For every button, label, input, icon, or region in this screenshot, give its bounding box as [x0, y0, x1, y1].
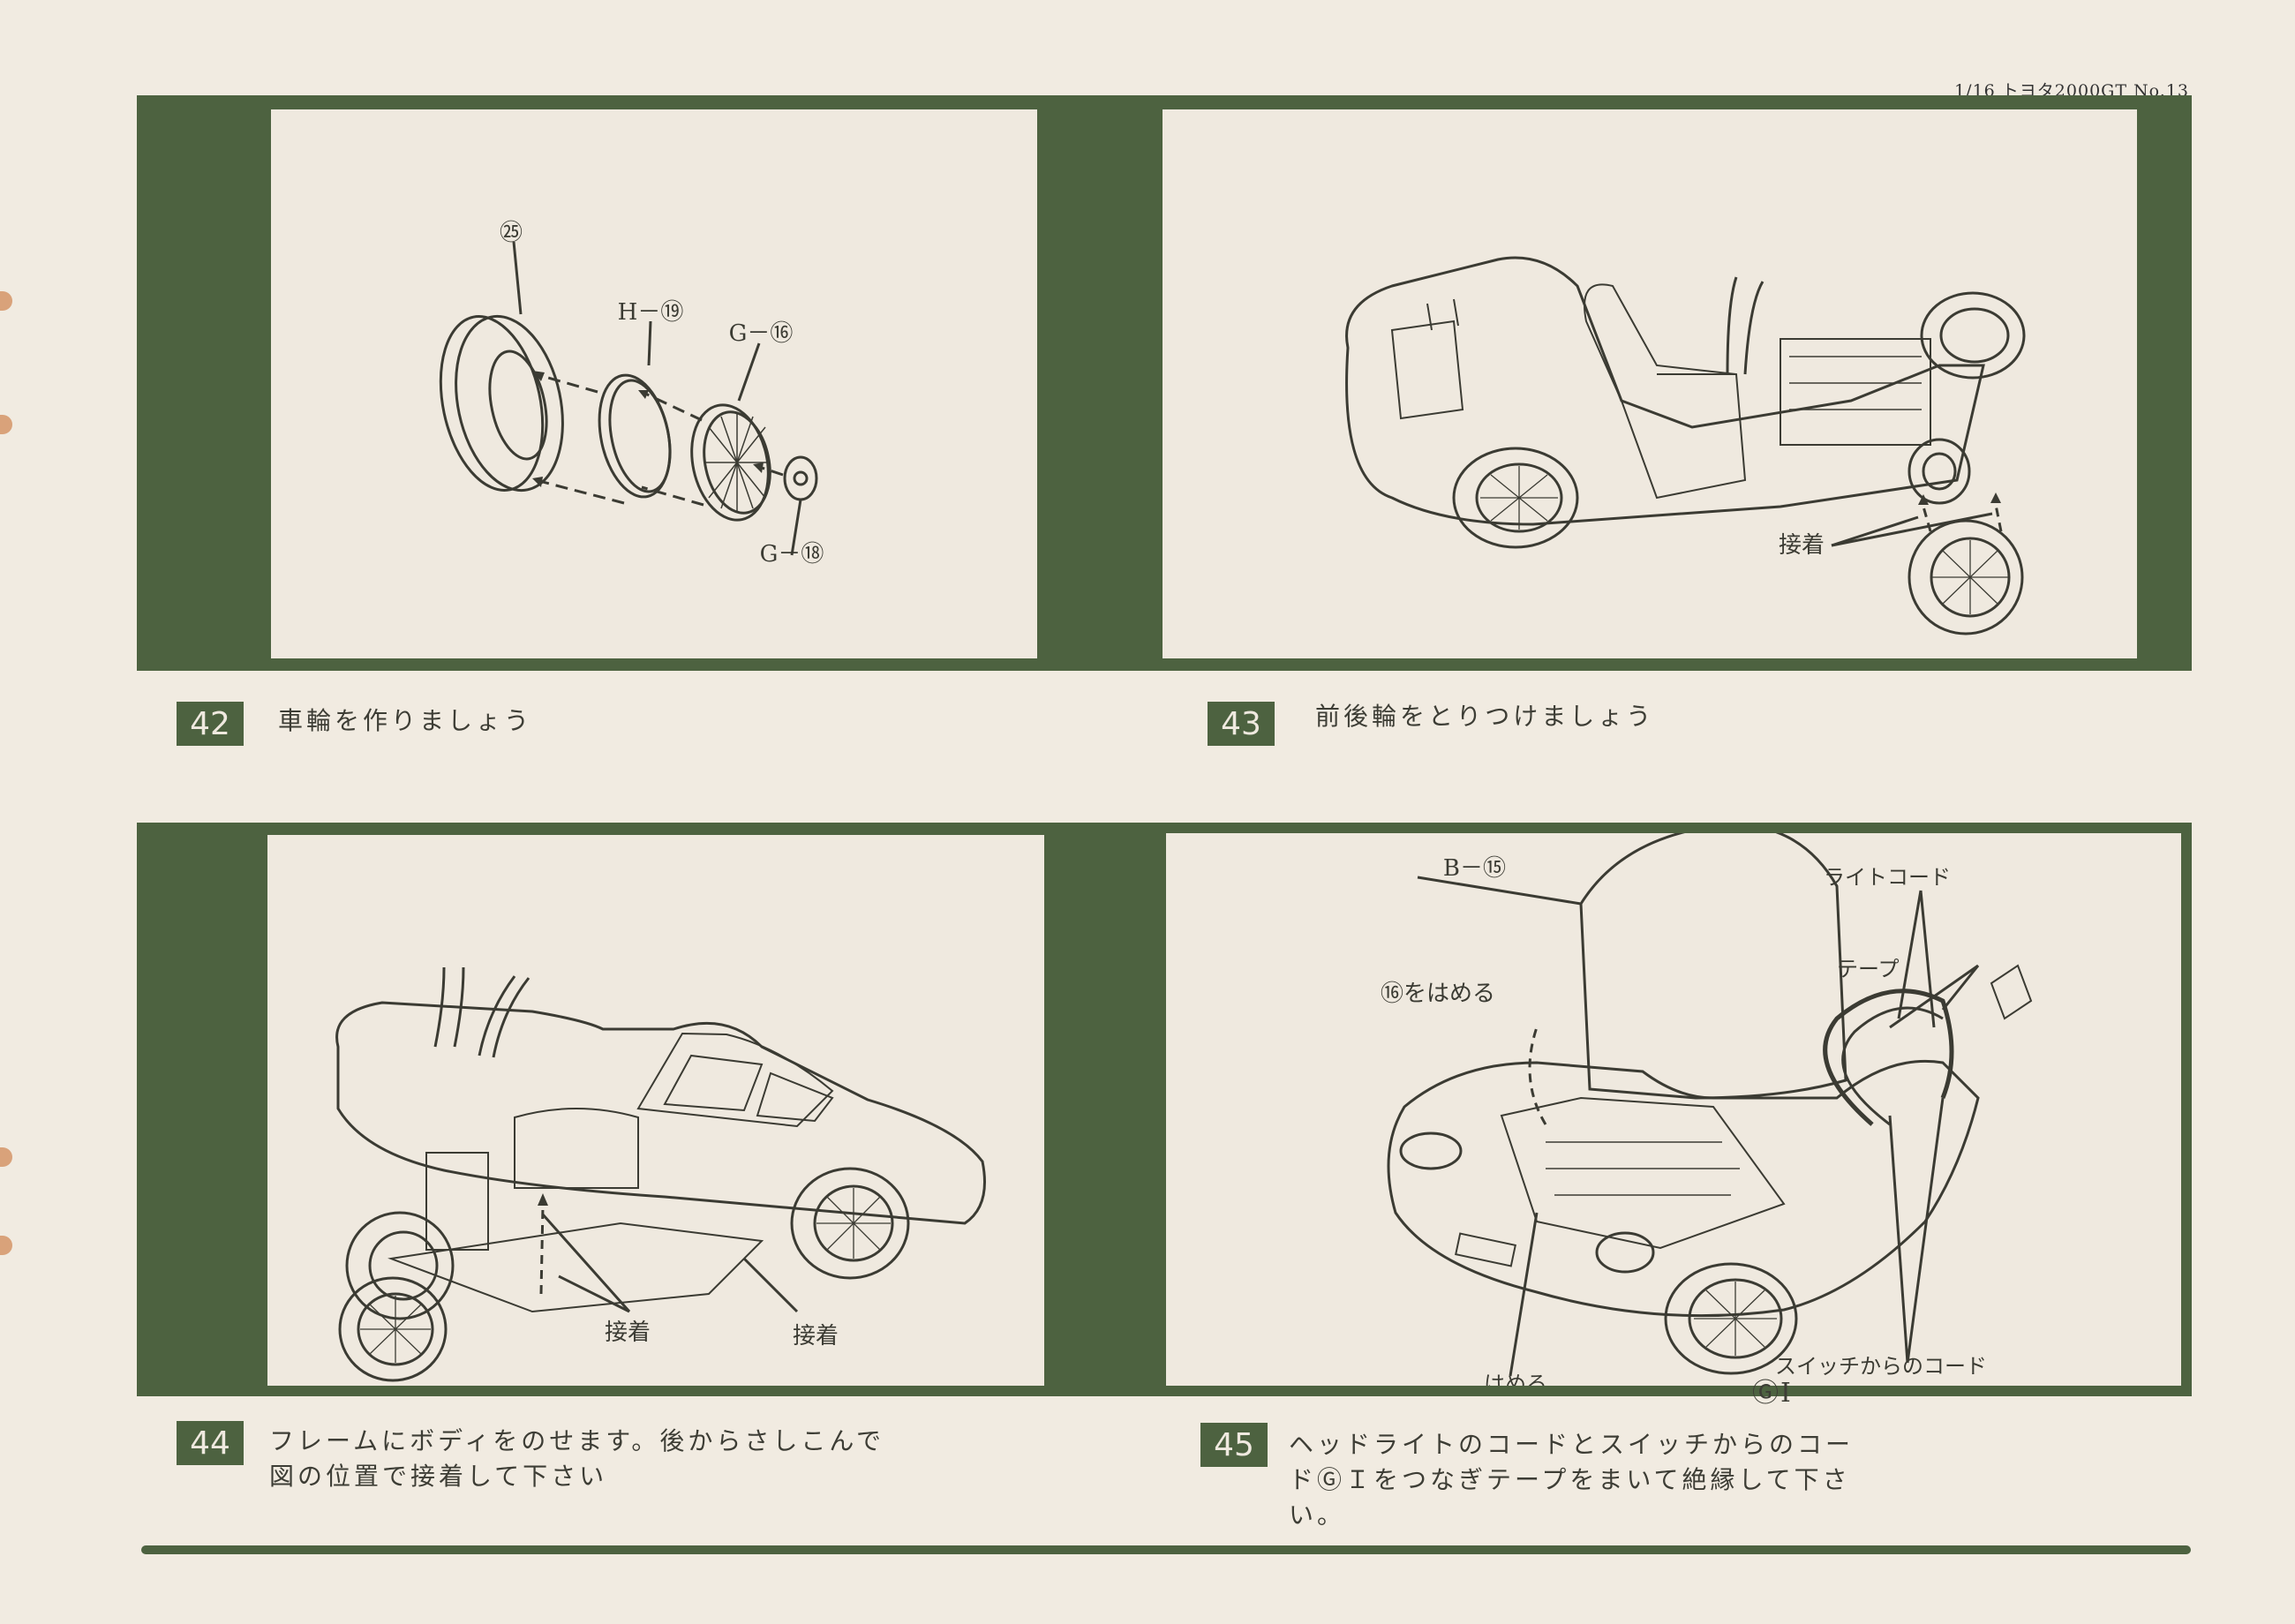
switch-part-label: ⒼⅠ: [1752, 1378, 1793, 1409]
fit-label: はめる: [1484, 1372, 1547, 1386]
tape-label: テープ: [1837, 957, 1900, 981]
step-45-number: 45: [1200, 1423, 1268, 1467]
step-43-panel: 接着: [1159, 95, 2192, 671]
page-edge-mark: [0, 291, 12, 311]
step-44-panel: 接着 接着: [137, 823, 1161, 1396]
step-45-caption-line-1: ヘッドライトのコードとスイッチからのコー: [1289, 1430, 1855, 1459]
page-edge-mark: [0, 415, 12, 434]
page-edge-mark: [0, 1147, 12, 1167]
headlight-wiring-illustration: B－⑮ ⑯をはめる ライトコード テープ はめる スイッチからのコード: [1381, 833, 2033, 1386]
part-label-cap: G－⑱: [760, 541, 824, 568]
step-42-panel: ㉕ H－⑲ G－⑯ G－⑱: [137, 95, 1161, 671]
step-44-illustration-area: 接着 接着: [267, 835, 1044, 1386]
part-label-wheel: G－⑯: [729, 320, 794, 347]
step-42-caption: 車輪を作りましょう: [278, 706, 533, 735]
step-45-caption-line-3: い。: [1289, 1500, 1346, 1530]
insert-part-label: ⑯をはめる: [1381, 981, 1495, 1007]
step-45-panel: B－⑮ ⑯をはめる ライトコード テープ はめる スイッチからのコード: [1159, 823, 2192, 1396]
switch-cord-label: スイッチからのコード: [1775, 1354, 1987, 1379]
glue-label: 接着: [1779, 532, 1825, 559]
body-mounting-illustration: 接着 接着: [335, 966, 986, 1382]
step-44-caption-line-1: フレームにボディをのせます。後からさしこんで: [269, 1426, 885, 1455]
glue-label-1: 接着: [605, 1320, 651, 1346]
step-42-illustration-area: ㉕ H－⑲ G－⑯ G－⑱: [271, 109, 1037, 658]
step-44-number: 44: [177, 1421, 244, 1465]
wheel-assembly-illustration: ㉕ H－⑲ G－⑯ G－⑱: [439, 220, 824, 568]
part-label-rim: H－⑲: [618, 299, 684, 326]
step-43-illustration-area: 接着: [1163, 109, 2137, 658]
step-43-number: 43: [1208, 702, 1275, 746]
step-44-caption-line-2: 図の位置で接着して下さい: [269, 1462, 608, 1491]
page-edge-mark: [0, 1236, 12, 1255]
light-cord-label: ライトコード: [1824, 865, 1951, 890]
part-label-tire: ㉕: [500, 220, 523, 246]
glue-label-2: 接着: [793, 1323, 839, 1350]
step-42-number: 42: [177, 702, 244, 746]
step-45-caption-line-2: ドⒼＩをつなぎテープをまいて絶縁して下さ: [1289, 1465, 1851, 1494]
chassis-wheel-mount-illustration: 接着: [1345, 256, 2026, 635]
hood-part-label: B－⑮: [1443, 855, 1506, 882]
step-45-illustration-area: B－⑮ ⑯をはめる ライトコード テープ はめる スイッチからのコード: [1166, 833, 2181, 1386]
step-43-caption: 前後輪をとりつけましょう: [1315, 702, 1655, 731]
bottom-rule: [141, 1545, 2191, 1554]
